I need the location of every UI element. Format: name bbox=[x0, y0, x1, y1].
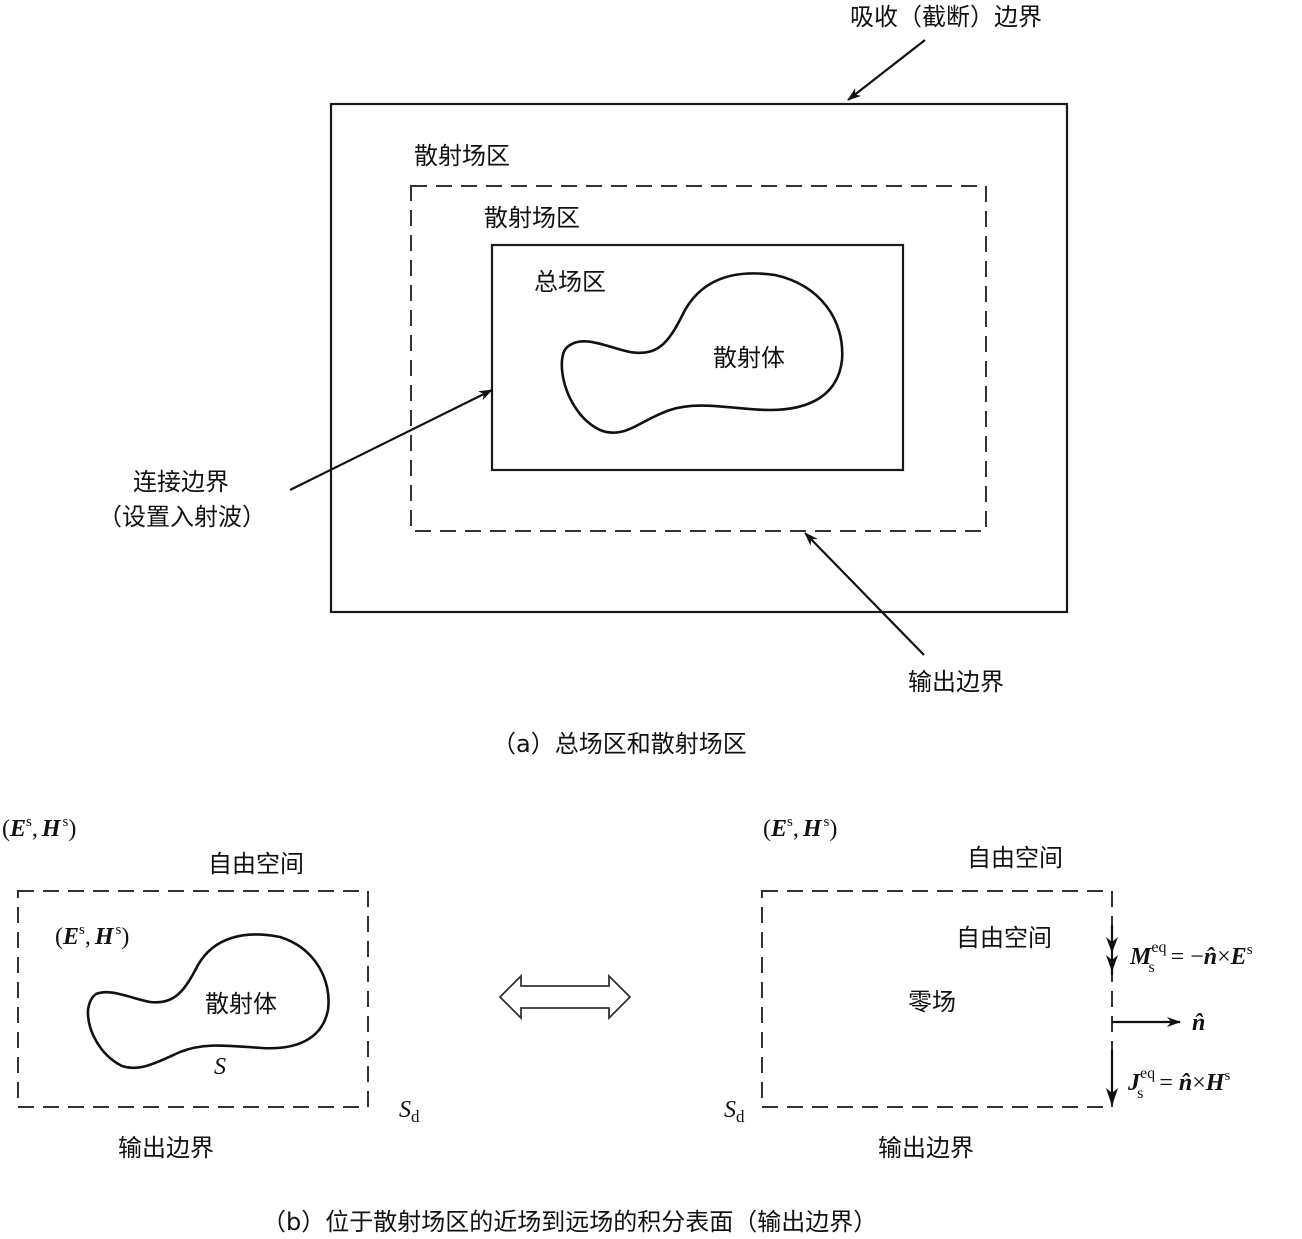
electric-current-arrowhead bbox=[1106, 1088, 1118, 1106]
double-arrow-icon bbox=[498, 973, 632, 1021]
output-boundary-rect-right bbox=[761, 890, 1113, 1108]
connecting-boundary-rect bbox=[490, 243, 905, 472]
null-field-label: 零场 bbox=[908, 988, 956, 1016]
scattered-region-outer-label: 散射场区 bbox=[414, 142, 510, 170]
free-space-inner-label-right: 自由空间 bbox=[956, 924, 1052, 952]
sd-label-left: Sd bbox=[399, 1097, 420, 1126]
absorbing-boundary-rect bbox=[329, 102, 1069, 614]
total-field-label: 总场区 bbox=[534, 268, 606, 296]
absorbing-boundary-label: 吸收（截断）边界 bbox=[850, 3, 1042, 31]
sd-label-right: Sd bbox=[724, 1097, 745, 1126]
caption-a: （a）总场区和散射场区 bbox=[492, 730, 747, 758]
output-boundary-rect bbox=[410, 185, 987, 532]
free-space-label-left: 自由空间 bbox=[208, 850, 304, 878]
connecting-boundary-label-line1: 连接边界 bbox=[133, 468, 229, 496]
output-boundary-label-left: 输出边界 bbox=[118, 1134, 214, 1162]
magnetic-current-arrowhead-1 bbox=[1106, 937, 1118, 953]
scatterer-shape bbox=[560, 272, 844, 435]
connecting-boundary-arrow bbox=[289, 389, 493, 491]
caption-b: （b）位于散射场区的近场到远场的积分表面（输出边界） bbox=[262, 1208, 877, 1236]
output-boundary-rect-left bbox=[17, 890, 369, 1108]
output-boundary-label: 输出边界 bbox=[908, 668, 1004, 696]
scatterer-label-left: 散射体 bbox=[205, 990, 277, 1018]
normal-vector-label: n̂ bbox=[1192, 1010, 1205, 1036]
panel-a: 吸收（截断）边界 散射场区 散射场区 总场区 散射体 连接边界 （设置入射波） … bbox=[98, 3, 1069, 758]
scatterer-label: 散射体 bbox=[713, 344, 785, 372]
magnetic-current-arrowhead-2 bbox=[1106, 955, 1118, 972]
scatterer-shape-left bbox=[86, 933, 330, 1070]
surface-s-label: S bbox=[214, 1054, 226, 1080]
free-space-outer-label-right: 自由空间 bbox=[967, 844, 1063, 872]
connecting-boundary-label-line2: （设置入射波） bbox=[98, 503, 266, 531]
output-boundary-arrow bbox=[804, 532, 925, 656]
output-boundary-label-right: 输出边界 bbox=[878, 1134, 974, 1162]
absorbing-boundary-arrow bbox=[847, 39, 926, 101]
scattered-region-inner-label: 散射场区 bbox=[484, 204, 580, 232]
